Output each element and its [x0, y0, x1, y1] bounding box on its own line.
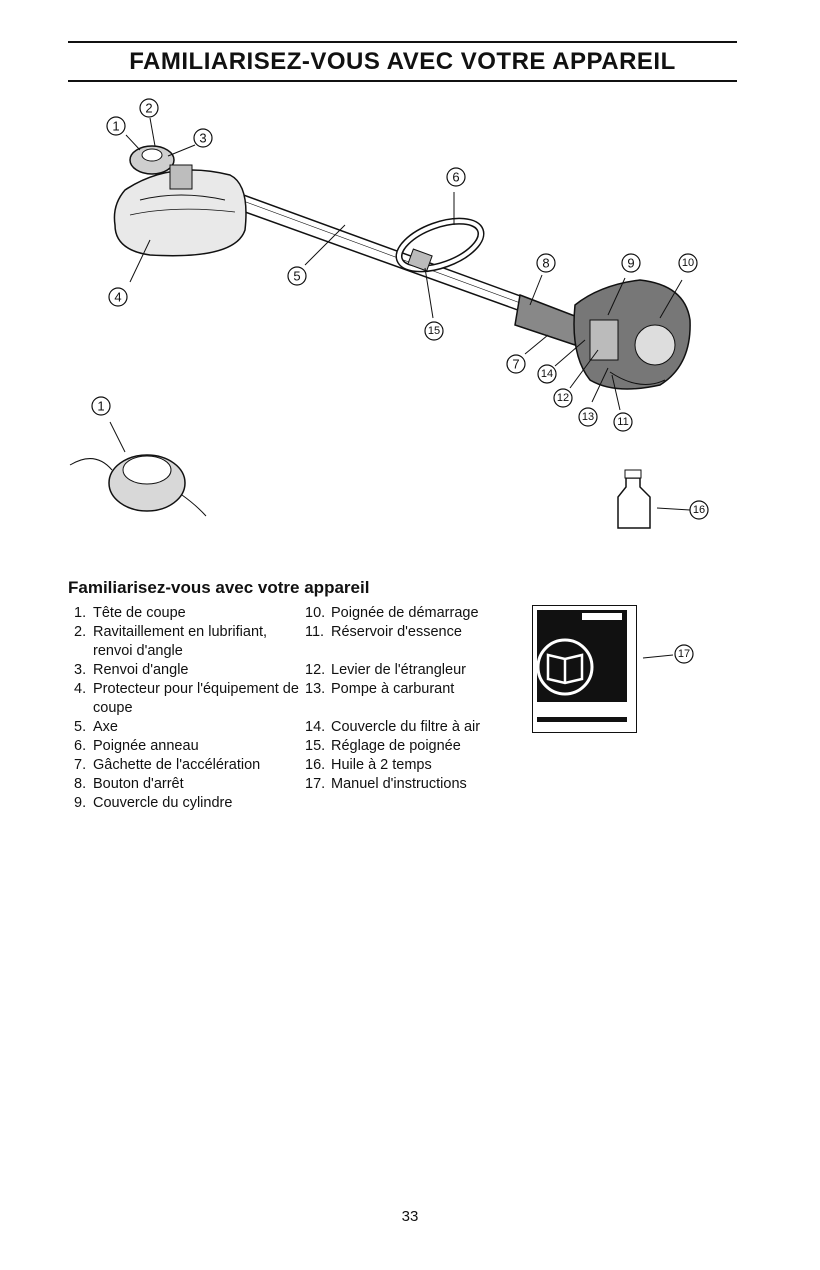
- parts-list-left: 1.Tête de coupe 2.Ravitaillement en lubr…: [74, 604, 304, 813]
- svg-text:3: 3: [199, 131, 206, 146]
- callout-17: 17: [674, 644, 694, 664]
- callout-9: 9: [621, 253, 641, 273]
- callout-8: 8: [536, 253, 556, 273]
- cutting-guard: [113, 169, 247, 257]
- list-item: 12.Levier de l'étrangleur: [305, 662, 466, 678]
- list-item: 11.Réservoir d'essence: [305, 624, 462, 640]
- svg-text:14: 14: [541, 368, 553, 380]
- callout-16: 16: [689, 500, 709, 520]
- svg-text:2: 2: [145, 101, 152, 116]
- list-item: 8.Bouton d'arrêt: [74, 776, 184, 792]
- list-item: 15.Réglage de poignée: [305, 738, 461, 754]
- svg-text:8: 8: [542, 256, 549, 271]
- leader-lines: [109, 117, 691, 511]
- callout-11: 11: [613, 412, 633, 432]
- svg-text:15: 15: [428, 325, 440, 337]
- top-rule: [68, 41, 737, 43]
- callout-3: 3: [193, 128, 213, 148]
- page-number: 33: [401, 1208, 419, 1225]
- list-item: 13.Pompe à carburant: [305, 681, 455, 697]
- callout-6: 6: [446, 167, 466, 187]
- list-item: 1.Tête de coupe: [74, 605, 186, 621]
- svg-text:4: 4: [114, 290, 121, 305]
- list-item: 10.Poignée de démarrage: [305, 605, 479, 621]
- svg-text:1: 1: [112, 119, 119, 134]
- trimmer-illustration: 1 2 3 4 5 6 8 9 10 15 7 14 12 13 11 1 16: [69, 98, 709, 529]
- list-item: 4.Protecteur pour l'équipement de coupe: [74, 681, 299, 716]
- svg-text:5: 5: [293, 269, 300, 284]
- list-item: 2.Ravitaillement en lubrifiant, renvoi d…: [74, 624, 268, 659]
- svg-text:7: 7: [512, 357, 519, 372]
- callout-7: 7: [506, 354, 526, 374]
- svg-text:6: 6: [452, 170, 459, 185]
- list-item: 5.Axe: [74, 719, 118, 735]
- callout-5: 5: [287, 266, 307, 286]
- callout-10: 10: [678, 253, 698, 273]
- svg-text:13: 13: [582, 411, 594, 423]
- instruction-manual-image: [532, 605, 637, 733]
- svg-text:10: 10: [682, 257, 694, 269]
- callout-1: 1: [106, 116, 126, 136]
- callout-14: 14: [537, 364, 557, 384]
- list-item: 14.Couvercle du filtre à air: [305, 719, 481, 735]
- callout-4: 4: [108, 287, 128, 307]
- page-title: FAMILIARISEZ-VOUS AVEC VOTRE APPAREIL: [129, 48, 676, 75]
- svg-text:1: 1: [97, 399, 104, 414]
- list-item: 6.Poignée anneau: [74, 738, 199, 754]
- callout-1-spool: 1: [91, 396, 111, 416]
- callout-2: 2: [139, 98, 159, 118]
- spacer: [305, 642, 525, 661]
- list-item: 16.Huile à 2 temps: [305, 757, 432, 773]
- svg-text:17: 17: [678, 648, 690, 660]
- callout-12: 12: [553, 388, 573, 408]
- callout-13: 13: [578, 407, 598, 427]
- svg-text:9: 9: [627, 256, 634, 271]
- section-heading: Familiarisez-vous avec votre appareil: [68, 578, 370, 597]
- rear-handle: [514, 293, 581, 346]
- gearbox: [169, 164, 193, 190]
- oil-bottle: [617, 477, 651, 529]
- svg-text:12: 12: [557, 392, 569, 404]
- list-item: 9.Couvercle du cylindre: [74, 795, 233, 811]
- title-underline: [68, 80, 737, 82]
- svg-text:11: 11: [617, 416, 628, 428]
- callout-15: 15: [424, 321, 444, 341]
- parts-list-right: 10.Poignée de démarrage 11.Réservoir d'e…: [305, 604, 525, 794]
- list-item: 17.Manuel d'instructions: [305, 776, 467, 792]
- list-item: 3.Renvoi d'angle: [74, 662, 189, 678]
- list-item: 7.Gâchette de l'accélération: [74, 757, 261, 773]
- svg-text:16: 16: [693, 504, 705, 516]
- spacer: [305, 699, 525, 718]
